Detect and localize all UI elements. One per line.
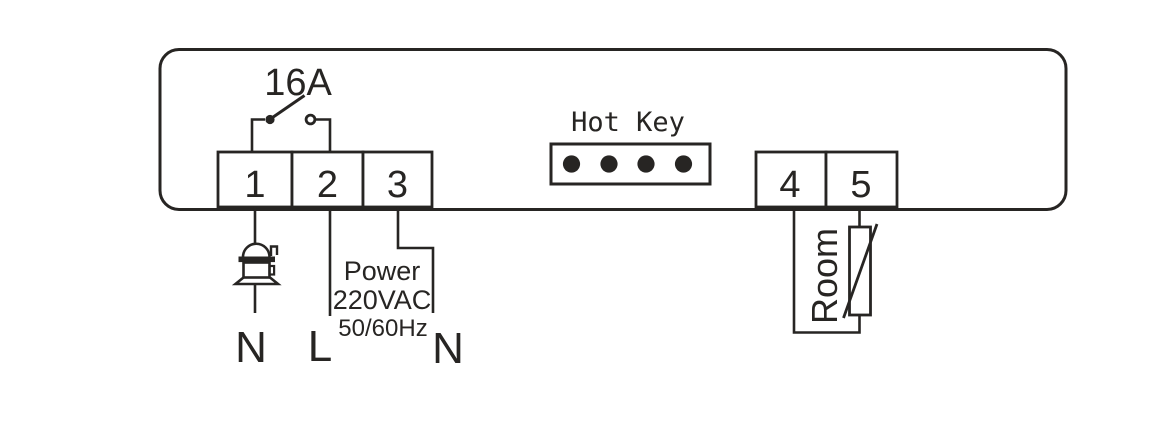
hot-key-pin-4: [674, 155, 693, 173]
hot-key-pin-3: [637, 155, 655, 173]
compressor-base: [231, 276, 282, 286]
compressor-top-nub: [269, 245, 279, 256]
power-neutral-wire: [396, 207, 435, 313]
compressor-collar: [238, 256, 275, 263]
hot-key-label: Hot Key: [571, 107, 685, 138]
relay-rating-label: 16A: [264, 62, 332, 104]
hot-key-pin-1: [562, 155, 581, 173]
terminal-number-2: 2: [317, 164, 338, 206]
relay-switch-icon: [250, 94, 332, 152]
sensor-loop-wire: [792, 207, 861, 334]
neutral-label-compressor: N: [235, 323, 267, 372]
sensor-label: Room: [804, 228, 845, 324]
compressor-body: [242, 261, 271, 279]
compressor-dome: [241, 242, 271, 258]
relay-wire-right: [315, 118, 332, 152]
live-label: L: [308, 322, 332, 371]
terminal-box-2: [290, 150, 365, 209]
terminal-number-3: 3: [387, 164, 408, 206]
compressor-icon: [231, 242, 282, 286]
terminal-box-4: [754, 150, 828, 209]
controller-outline: [158, 48, 1068, 211]
power-spec-line1: Power: [344, 256, 421, 286]
terminal-box-5: [824, 150, 899, 209]
thermistor-icon: [842, 223, 879, 319]
relay-lever: [271, 94, 306, 119]
power-spec-line2: 220VAC: [333, 285, 432, 315]
terminal-number-5: 5: [850, 164, 871, 206]
power-spec-line3: 50/60Hz: [338, 315, 427, 342]
hot-key-pin-2: [600, 155, 618, 173]
relay-wire-left: [250, 118, 265, 152]
thermistor-diagonal: [842, 223, 879, 319]
terminal-number-4: 4: [779, 164, 800, 206]
relay-contact-circle: [304, 113, 317, 126]
compressor-side-nub: [268, 264, 276, 276]
connector-4pin-icon: [549, 142, 712, 186]
terminal-number-1: 1: [244, 164, 265, 206]
neutral-label-power: N: [432, 324, 464, 373]
